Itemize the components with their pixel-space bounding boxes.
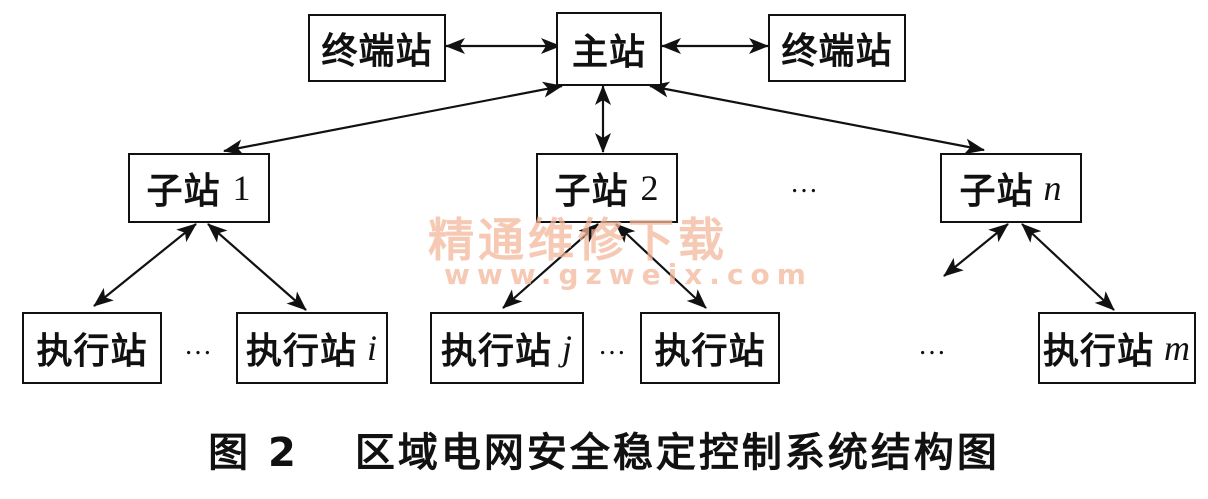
exec-station-1: 执行站: [22, 312, 162, 384]
arrow-substation-n-exec-m: [1021, 223, 1115, 311]
arrow-substation-2-exec: [615, 223, 707, 309]
exec-ellipsis-1: …: [184, 330, 214, 361]
substation-n-index: n: [1043, 168, 1063, 208]
arrow-substation-1-exec-i: [207, 223, 307, 311]
terminal-station-left: 终端站: [308, 14, 446, 82]
exec-ellipsis-2: …: [598, 330, 628, 361]
substation-1: 子站 1: [128, 153, 270, 223]
watermark-url: www.gzweix.com: [444, 258, 813, 291]
terminal-station-right: 终端站: [768, 14, 906, 82]
arrow-master-substation-1: [223, 81, 563, 156]
terminal-station-right-label: 终端站: [781, 30, 893, 72]
figure-title: 区域电网安全稳定控制系统结构图: [354, 430, 1000, 476]
exec-station-2-label: 执行站: [654, 330, 766, 372]
substation-n-label: 子站: [959, 170, 1034, 212]
exec-station-i-label: 执行站: [245, 330, 357, 372]
substation-ellipsis: …: [790, 168, 820, 199]
exec-station-j-label: 执行站: [440, 330, 552, 372]
master-station: 主站: [556, 12, 662, 86]
substation-2-label: 子站: [554, 170, 629, 212]
exec-station-2: 执行站: [640, 312, 780, 384]
exec-station-1-label: 执行站: [36, 330, 148, 372]
arrow-substation-n-partial: [943, 223, 1009, 277]
substation-2: 子站 2: [536, 153, 678, 223]
exec-ellipsis-3: …: [918, 330, 948, 361]
substation-2-index: 2: [640, 168, 660, 208]
exec-station-j-index: j: [562, 328, 574, 368]
master-station-label: 主站: [571, 31, 646, 73]
arrow-substation-2-exec-j: [502, 223, 599, 309]
arrow-substation-1-exec-left: [93, 223, 197, 307]
exec-station-m-index: m: [1164, 328, 1191, 368]
terminal-station-left-label: 终端站: [321, 30, 433, 72]
substation-1-label: 子站: [146, 170, 221, 212]
figure-caption: 图 2 区域电网安全稳定控制系统结构图: [0, 420, 1208, 478]
substation-1-index: 1: [232, 168, 252, 208]
figure-number: 图 2: [208, 430, 299, 476]
exec-station-i-index: i: [367, 328, 379, 368]
arrow-master-substation-n: [649, 81, 985, 155]
watermark-text: 精通维修下载: [428, 213, 728, 267]
exec-station-m-label: 执行站: [1042, 330, 1154, 372]
